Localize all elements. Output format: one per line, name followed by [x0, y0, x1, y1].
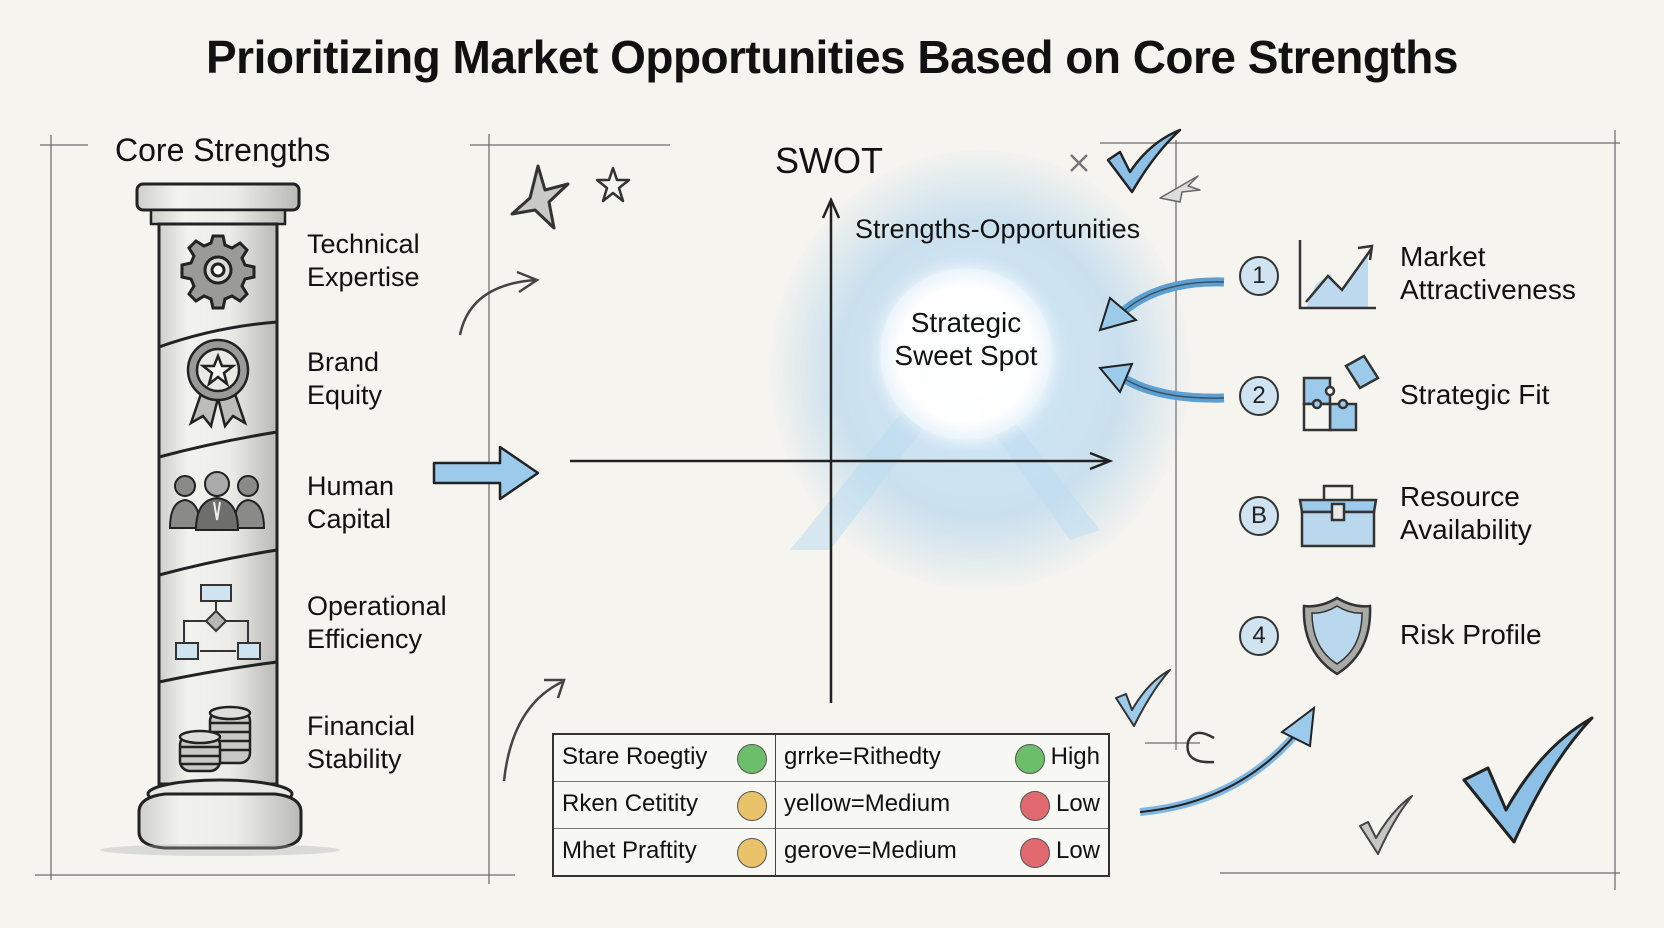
strength-financial-stability: Financial Stability	[307, 711, 416, 774]
legend-left-label: Rken Cetitity	[562, 789, 699, 817]
legend-table: Stare Roegtiy grrke=Rithedty High Rken C…	[552, 733, 1110, 877]
strength-human-capital: Human Capital	[307, 471, 395, 534]
swot-axes	[570, 196, 1114, 703]
status-dot-yellow	[737, 837, 767, 868]
criteria-market-attractiveness: Market Attractiveness	[1400, 241, 1576, 305]
legend-left-label: Stare Roegtiy	[562, 742, 708, 770]
legend-left-cell: Rken Cetitity	[553, 781, 776, 829]
legend-right-value: Low	[1055, 836, 1100, 864]
checkmark-icon-top	[1106, 128, 1182, 194]
frame-line-bottom	[35, 874, 515, 876]
legend-right-value: High	[1050, 742, 1100, 770]
flowchart-icon	[175, 584, 261, 660]
star-icon-small	[595, 166, 631, 203]
blue-curved-arrow-icon-bottom	[1098, 362, 1225, 403]
legend-row: Mhet Praftity gerove=Medium Low	[553, 828, 1109, 876]
criteria-number-4: 4	[1239, 616, 1279, 656]
award-ribbon-icon	[186, 338, 250, 429]
status-dot-red	[1019, 790, 1050, 821]
swoosh-arrow-icon	[1139, 705, 1316, 816]
strength-operational-efficiency: Operational Efficiency	[307, 591, 447, 654]
criteria-number-2: 2	[1239, 376, 1279, 416]
gear-icon	[180, 234, 256, 310]
strength-technical-expertise: Technical Expertise	[307, 229, 420, 292]
x-mark-icon	[1070, 154, 1088, 172]
frame-line-top-left	[40, 144, 88, 146]
legend-left-cell: Stare Roegtiy	[553, 734, 776, 782]
legend-right-cell: yellow=Medium Low	[775, 781, 1109, 829]
status-dot-yellow	[737, 790, 767, 821]
shield-icon	[1302, 596, 1372, 676]
frame-line-right	[1614, 130, 1616, 890]
curved-arrow-icon-upper	[458, 270, 540, 336]
people-icon	[168, 471, 266, 531]
core-strengths-heading: Core Strengths	[115, 132, 331, 168]
puzzle-icon	[1302, 354, 1380, 432]
blue-curved-arrow-icon-top	[1098, 277, 1225, 332]
legend-right-value: Low	[1055, 789, 1100, 817]
swot-heading: SWOT	[775, 140, 883, 181]
coins-icon	[178, 705, 252, 773]
criteria-risk-profile: Risk Profile	[1400, 619, 1542, 650]
legend-row: Stare Roegtiy grrke=Rithedty High	[553, 734, 1109, 782]
legend-right-label: yellow=Medium	[784, 789, 951, 817]
sweet-spot-circle	[880, 268, 1052, 440]
legend-right-cell: grrke=Rithedty High	[775, 734, 1109, 782]
star-icon-large	[510, 164, 570, 230]
frame-line-top-right	[1100, 142, 1620, 144]
strengths-opportunities-label: Strengths-Opportunities	[855, 214, 1141, 244]
page-title: Prioritizing Market Opportunities Based …	[206, 31, 1458, 83]
curved-arrow-icon-lower	[502, 678, 566, 782]
frame-line-bottom-right	[1220, 872, 1620, 874]
checkmark-icon-small-blue	[1115, 669, 1171, 727]
status-dot-red	[1019, 837, 1050, 868]
frame-divider-1	[488, 134, 490, 884]
growth-chart-icon	[1298, 240, 1376, 310]
toolbox-icon	[1298, 484, 1378, 548]
legend-right-label: grrke=Rithedty	[784, 742, 941, 770]
criteria-number-1: 1	[1239, 256, 1279, 296]
status-dot-green	[737, 743, 767, 774]
frame-tick-mid	[1145, 742, 1200, 744]
status-dot-green	[1014, 743, 1045, 774]
legend-left-cell: Mhet Praftity	[553, 828, 776, 876]
criteria-resource-availability: Resource Availability	[1400, 481, 1532, 545]
strength-brand-equity: Brand Equity	[307, 347, 383, 410]
legend-right-cell: gerove=Medium Low	[775, 828, 1109, 876]
blue-arrow-icon	[432, 445, 540, 501]
legend-left-label: Mhet Praftity	[562, 836, 697, 864]
strategic-sweet-spot-label: Strategic Sweet Spot	[894, 307, 1038, 371]
checkmark-icon-large-blue	[1462, 716, 1594, 844]
paper-plane-icon	[1159, 175, 1201, 203]
criteria-number-3: B	[1239, 496, 1279, 536]
checkmark-icon-gray	[1359, 795, 1413, 855]
legend-row: Rken Cetitity yellow=Medium Low	[553, 781, 1109, 829]
criteria-strategic-fit: Strategic Fit	[1400, 379, 1550, 410]
legend-right-label: gerove=Medium	[784, 836, 957, 864]
frame-line-left	[50, 135, 52, 880]
frame-line-top-mid	[470, 144, 670, 146]
